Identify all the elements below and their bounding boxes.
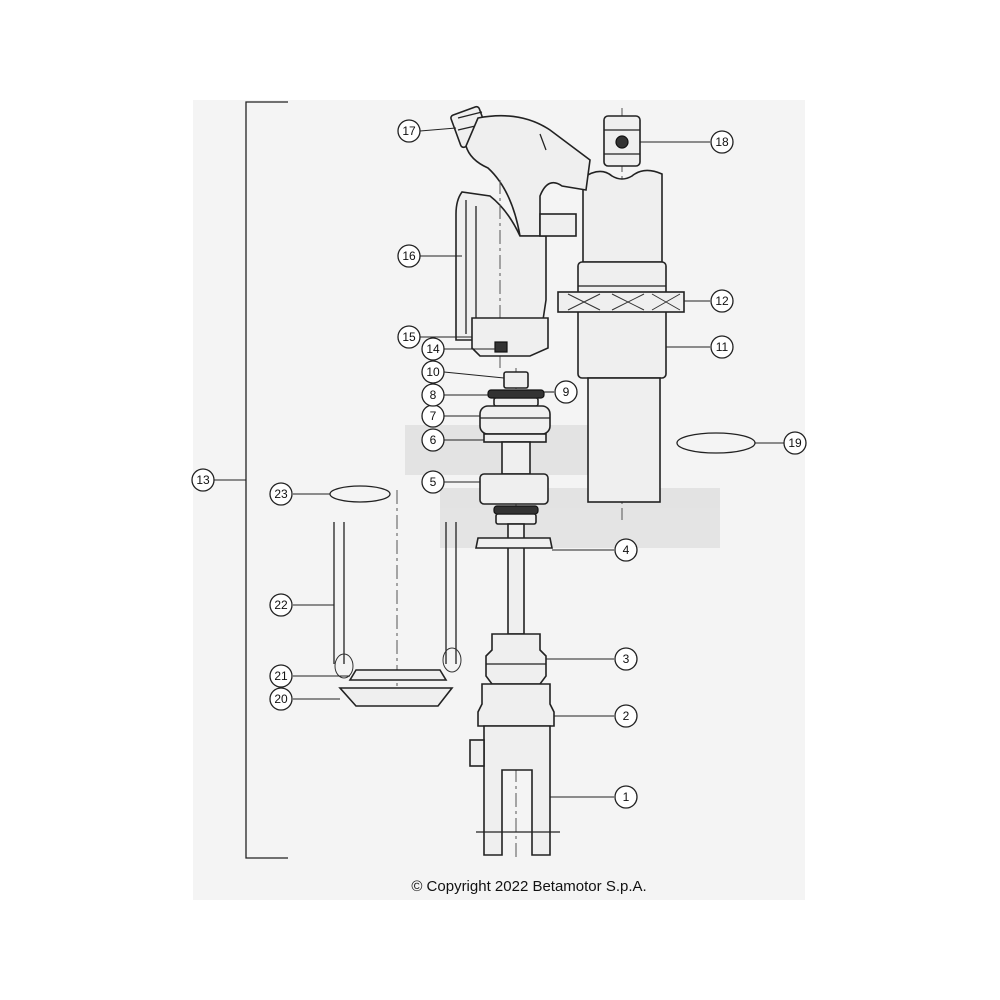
assembly-bracket [214, 101, 288, 859]
callout-13: 13 [191, 468, 215, 492]
callout-label: 4 [623, 543, 630, 557]
callout-17: 17 [397, 119, 421, 143]
callout-label: 21 [274, 669, 288, 683]
callout-label: 2 [623, 709, 630, 723]
callout-label: 5 [430, 475, 437, 489]
callout-22: 22 [269, 593, 293, 617]
callout-12: 12 [710, 289, 734, 313]
copyright-notice: © Copyright 2022 Betamotor S.p.A. [411, 878, 646, 895]
callout-label: 17 [402, 124, 416, 138]
callout-label: 1 [623, 790, 630, 804]
callout-label: 7 [430, 409, 437, 423]
callout-label: 13 [196, 473, 210, 487]
callout-label: 11 [716, 340, 729, 354]
callout-19: 19 [783, 431, 807, 455]
callout-10: 10 [421, 360, 445, 384]
callout-label: 23 [274, 487, 288, 501]
shock-body [557, 108, 756, 520]
callout-label: 15 [402, 330, 416, 344]
callout-6: 6 [421, 428, 445, 452]
callout-14: 14 [421, 337, 445, 361]
callout-label: 8 [430, 388, 437, 402]
callout-5: 5 [421, 470, 445, 494]
callout-1: 1 [614, 785, 638, 809]
callout-4: 4 [614, 538, 638, 562]
callout-label: 20 [274, 692, 288, 706]
shaft-stack [469, 368, 560, 860]
callout-15: 15 [397, 325, 421, 349]
callout-label: 19 [788, 436, 802, 450]
callout-label: 18 [715, 135, 729, 149]
callout-9: 9 [554, 380, 578, 404]
callout-label: 9 [563, 385, 570, 399]
callout-label: 16 [402, 249, 416, 263]
callout-21: 21 [269, 664, 293, 688]
callout-3: 3 [614, 647, 638, 671]
callout-7: 7 [421, 404, 445, 428]
callout-label: 6 [430, 433, 437, 447]
callout-label: 22 [274, 598, 288, 612]
spring-assembly [329, 485, 462, 708]
callout-23: 23 [269, 482, 293, 506]
callout-16: 16 [397, 244, 421, 268]
callout-label: 14 [426, 342, 440, 356]
callout-18: 18 [710, 130, 734, 154]
callout-11: 11 [710, 335, 734, 359]
callout-label: 12 [715, 294, 729, 308]
leader-lines [293, 127, 784, 798]
callout-label: 10 [426, 365, 440, 379]
callout-20: 20 [269, 687, 293, 711]
callout-2: 2 [614, 704, 638, 728]
piggyback-head [450, 105, 591, 368]
callout-label: 3 [623, 652, 630, 666]
callout-8: 8 [421, 383, 445, 407]
